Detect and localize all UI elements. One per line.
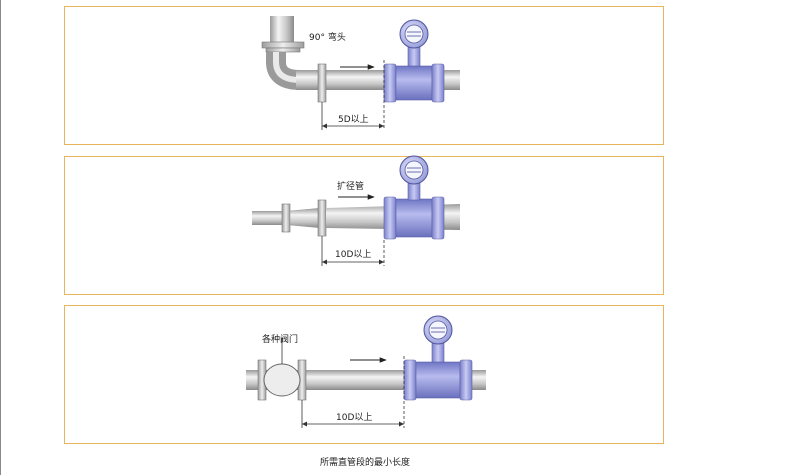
vertical-pipe bbox=[270, 16, 294, 46]
valve-diagram bbox=[246, 315, 486, 428]
elbow-diagram bbox=[261, 16, 460, 130]
flowmeter-2 bbox=[383, 155, 445, 240]
figure-caption: 所需直管段的最小长度 bbox=[320, 458, 411, 468]
diagram-panel-valve bbox=[64, 305, 664, 444]
elbow-dimension: 5D以上 bbox=[338, 115, 369, 125]
valve-label: 各种阀门 bbox=[262, 335, 299, 345]
reducer-diagram bbox=[252, 155, 460, 266]
elbow-label: 90° 弯头 bbox=[309, 33, 346, 43]
reducer-dimension: 10D以上 bbox=[335, 250, 372, 260]
reducer-cone bbox=[289, 207, 323, 229]
flowmeter-3 bbox=[403, 315, 473, 401]
left-edge-line bbox=[0, 0, 1, 475]
flowmeter bbox=[383, 19, 445, 103]
elbow-flange bbox=[317, 63, 327, 103]
reducer-label: 扩径管 bbox=[337, 182, 365, 192]
inlet-pipe bbox=[252, 211, 286, 225]
valve-dimension: 10D以上 bbox=[336, 413, 373, 423]
valve-body bbox=[263, 363, 301, 397]
